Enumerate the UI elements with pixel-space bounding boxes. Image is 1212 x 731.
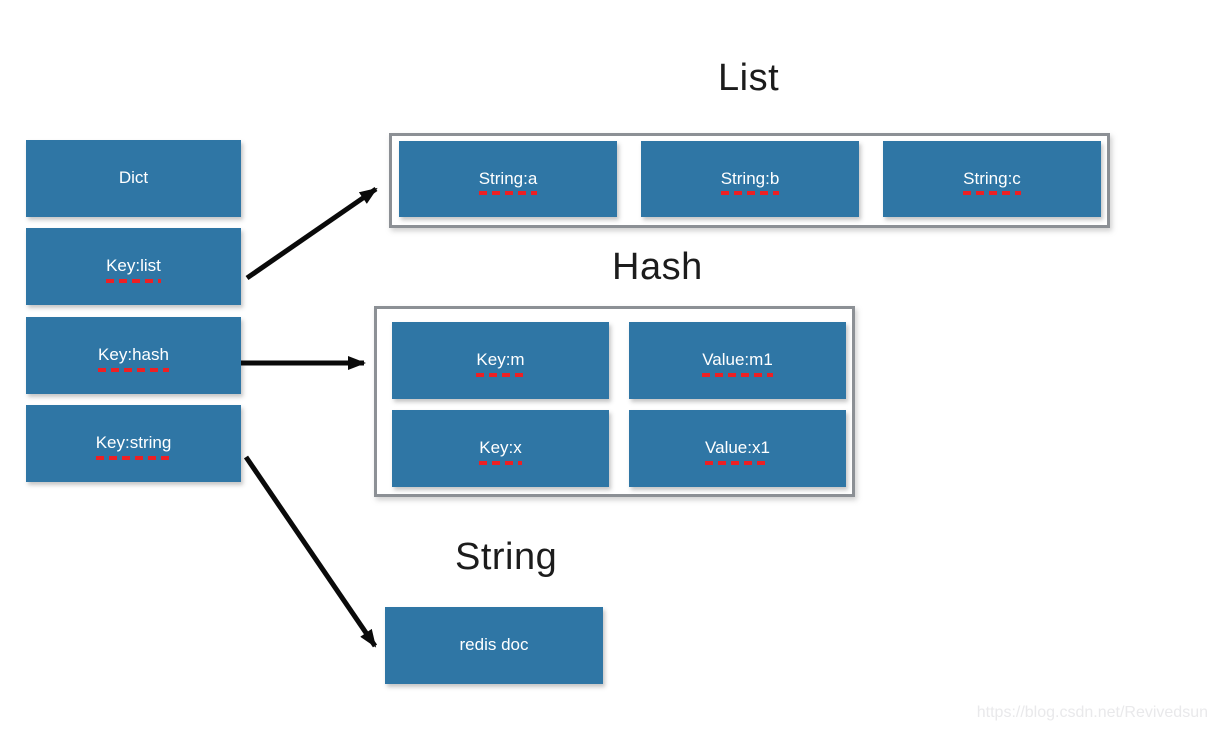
key-list-box-label: Key:list <box>106 256 161 283</box>
dict-box-label: Dict <box>118 168 149 188</box>
hash-section-title: Hash <box>612 246 703 288</box>
arrow-keylist-to-list <box>245 186 378 281</box>
hash-key-m-box: Key:m <box>392 322 609 399</box>
list-item-box-b: String:b <box>641 141 859 217</box>
list-item-label-c: String:c <box>963 169 1021 196</box>
string-value-label: redis doc <box>459 635 529 655</box>
key-hash-box-label: Key:hash <box>98 345 169 372</box>
string-value-box: redis doc <box>385 607 603 684</box>
list-item-label-a: String:a <box>478 169 538 196</box>
hash-key-m-label: Key:m <box>476 350 525 377</box>
hash-key-x-box: Key:x <box>392 410 609 487</box>
dict-box: Dict <box>26 140 241 217</box>
hash-value-m1-box: Value:m1 <box>629 322 846 399</box>
key-string-box: Key:string <box>26 405 241 482</box>
arrow-keystring-to-string <box>243 455 378 648</box>
watermark-url: https://blog.csdn.net/Revivedsun <box>976 704 1208 721</box>
key-hash-box: Key:hash <box>26 317 241 394</box>
hash-key-x-label: Key:x <box>479 438 522 465</box>
list-item-label-b: String:b <box>720 169 780 196</box>
list-section-title: List <box>718 57 780 99</box>
key-string-box-label: Key:string <box>95 433 172 460</box>
hash-value-x1-label: Value:x1 <box>705 438 770 465</box>
list-item-box-a: String:a <box>399 141 617 217</box>
list-item-box-c: String:c <box>883 141 1101 217</box>
key-list-box: Key:list <box>26 228 241 305</box>
hash-value-m1-label: Value:m1 <box>702 350 773 377</box>
hash-value-x1-box: Value:x1 <box>629 410 846 487</box>
string-section-title: String <box>455 536 558 578</box>
